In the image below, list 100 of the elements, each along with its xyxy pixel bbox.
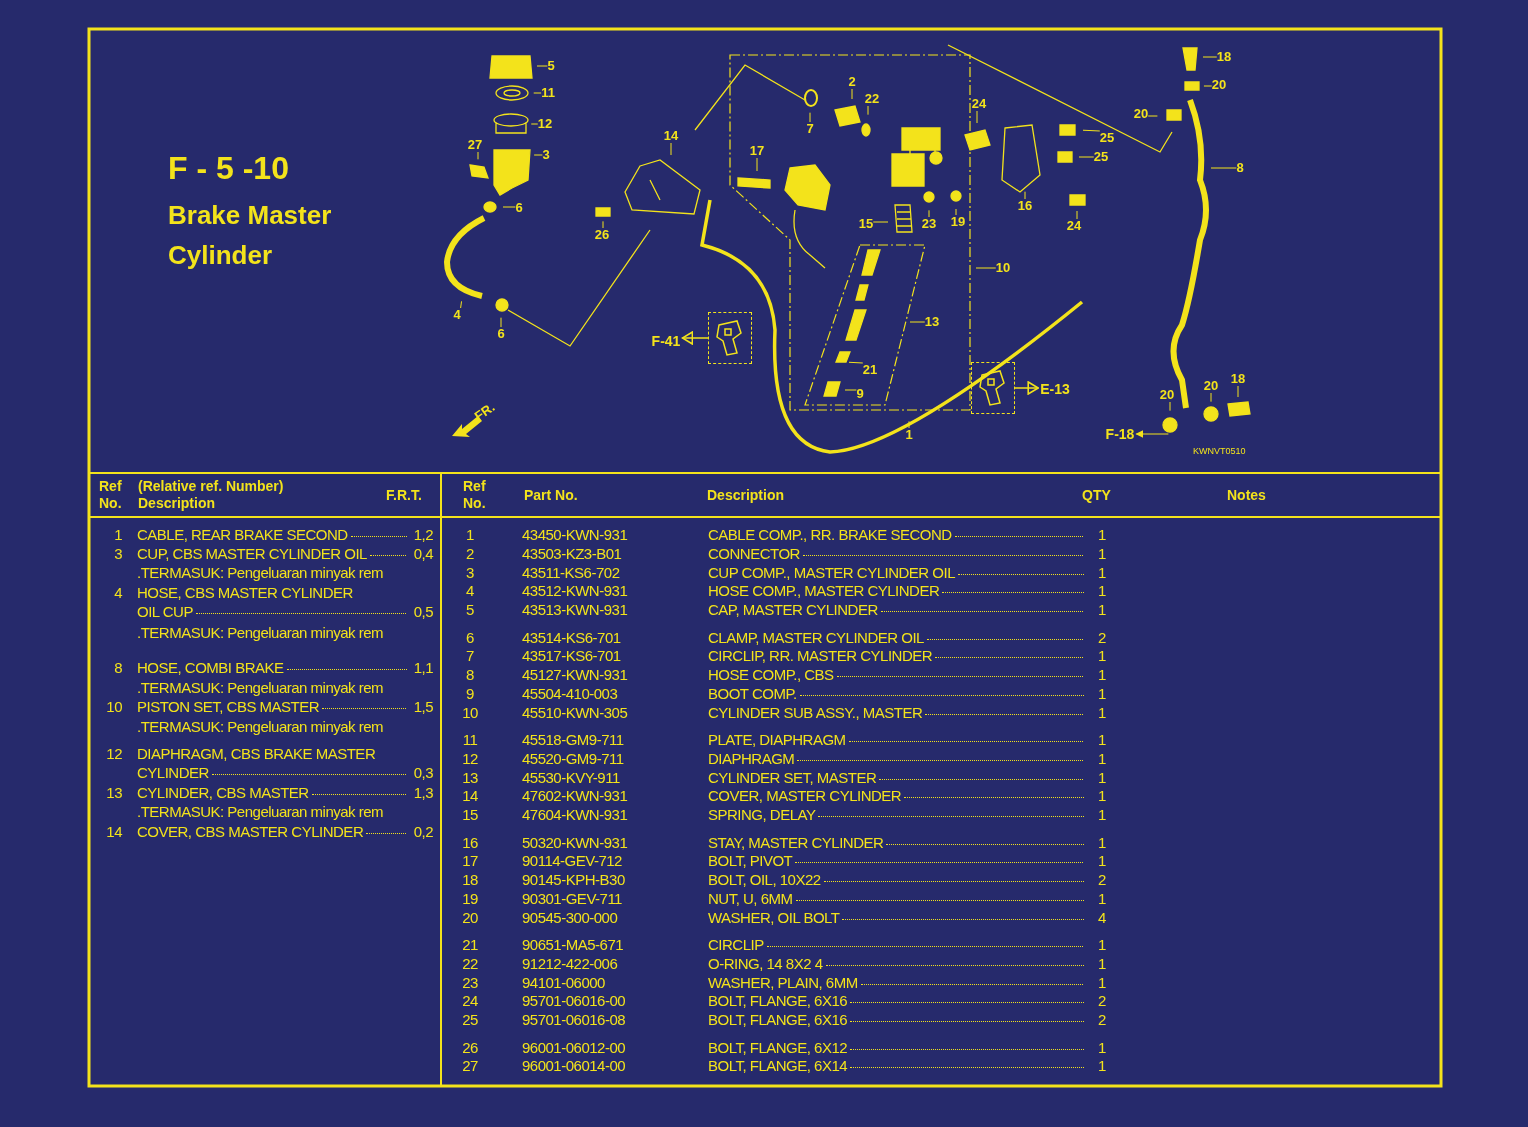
leader-line — [909, 321, 926, 323]
callout-number: 7 — [806, 122, 814, 136]
ref-number: 14 — [461, 786, 479, 806]
quantity: 1 — [1097, 562, 1107, 582]
reference-picture — [971, 362, 1015, 414]
quantity: 1 — [1097, 730, 1107, 749]
leader-line — [955, 208, 957, 216]
part-number: 45520-GM9-711 — [522, 748, 624, 768]
callout-number: 13 — [924, 315, 940, 329]
callout-number: 26 — [594, 228, 610, 242]
part-number: 90145-KPH-B30 — [522, 870, 625, 890]
ref-number: 23 — [461, 972, 479, 992]
part-number: 47604-KWN-931 — [522, 805, 628, 825]
column-header: Description — [707, 487, 784, 504]
column-header: Ref No. — [99, 478, 123, 512]
callout-number: 3 — [542, 148, 550, 162]
quantity: 1 — [1097, 646, 1107, 666]
leader-line — [844, 389, 857, 391]
ref-number: 1 — [113, 525, 122, 544]
ref-number: 2 — [465, 543, 475, 563]
callout-number: 25 — [1099, 131, 1115, 145]
frt-value: 1,2 — [412, 525, 433, 544]
callout-number: 8 — [1236, 161, 1244, 175]
quantity: 1 — [1097, 851, 1107, 871]
ref-number: 26 — [461, 1037, 479, 1057]
leader-line — [1210, 167, 1237, 169]
ref-number: 17 — [461, 851, 479, 871]
callout-number: 20 — [1211, 78, 1227, 92]
leader-line — [975, 267, 997, 269]
leader-line — [908, 420, 910, 429]
page-reference: F-41 — [651, 334, 681, 348]
quantity: 1 — [1097, 888, 1107, 908]
callout-number: 4 — [453, 308, 461, 322]
callout-number: 23 — [921, 217, 937, 231]
leader-line — [477, 151, 479, 160]
part-number: 43511-KS6-702 — [522, 562, 620, 582]
quantity: 1 — [1097, 581, 1107, 601]
quantity: 1 — [1097, 683, 1107, 703]
drawing-code: KWNVT0510 — [1193, 446, 1246, 456]
callout-number: 15 — [858, 217, 874, 231]
callout-number: 2 — [848, 75, 856, 89]
part-number: 43517-KS6-701 — [522, 646, 621, 666]
leader-line — [1169, 401, 1171, 412]
quantity: 1 — [1097, 786, 1107, 806]
part-number: 94101-06000 — [522, 972, 605, 992]
ref-number: 13 — [461, 767, 479, 787]
ref-number: 5 — [465, 600, 475, 620]
part-number: 95701-06016-00 — [522, 991, 626, 1011]
callout-number: 18 — [1216, 50, 1232, 64]
ref-number: 10 — [461, 702, 479, 722]
callout-number: 25 — [1093, 150, 1109, 164]
ref-number: 1 — [465, 525, 475, 544]
ref-number: 25 — [461, 1010, 479, 1030]
callout-number: 20 — [1159, 388, 1175, 402]
callout-number: 17 — [749, 144, 765, 158]
frt-value: 0,5 — [412, 602, 433, 621]
quantity: 2 — [1097, 1010, 1107, 1030]
leader-line — [460, 300, 463, 309]
part-number: 90651-MA5-671 — [522, 935, 624, 954]
leader-line — [809, 112, 811, 123]
leader-line — [872, 221, 889, 223]
leader-line — [1024, 191, 1026, 200]
leader-line — [928, 209, 930, 218]
ref-number: 8 — [465, 665, 475, 685]
leader-line — [670, 142, 672, 156]
page-reference: F-18 — [1105, 427, 1135, 441]
ref-number: 4 — [113, 583, 122, 602]
leader-line — [530, 123, 539, 125]
part-number: 96001-06012-00 — [522, 1037, 626, 1057]
quantity: 1 — [1097, 832, 1107, 852]
reference-arrow — [1135, 430, 1169, 438]
ref-number: 21 — [461, 935, 479, 954]
callout-number: 10 — [995, 261, 1011, 275]
reference-picture — [708, 312, 752, 364]
reference-arrow — [681, 331, 709, 345]
ref-number: 14 — [105, 822, 122, 841]
quantity: 1 — [1097, 600, 1107, 620]
part-number: 90545-300-000 — [522, 907, 618, 927]
ref-number: 6 — [465, 627, 475, 647]
note-text: .TERMASUK: Pengeluaran minyak rem — [137, 678, 384, 697]
part-number: 45518-GM9-711 — [522, 730, 624, 749]
leader-line — [533, 154, 543, 156]
part-number: 45504-410-003 — [522, 683, 618, 703]
quantity: 1 — [1097, 1056, 1107, 1076]
note-text: .TERMASUK: Pengeluaran minyak rem — [137, 717, 384, 736]
callout-number: 9 — [856, 387, 864, 401]
callout-number: 24 — [1066, 219, 1082, 233]
ref-number: 3 — [465, 562, 475, 582]
leader-line — [851, 88, 853, 100]
frt-value: 0,2 — [412, 822, 433, 841]
part-number: 47602-KWN-931 — [522, 786, 628, 806]
callout-number: 20 — [1133, 107, 1149, 121]
leader-line — [500, 317, 502, 328]
ref-number: 19 — [461, 888, 479, 908]
quantity: 1 — [1097, 767, 1107, 787]
part-number: 90114-GEV-712 — [522, 851, 622, 871]
ref-number: 15 — [461, 805, 479, 825]
quantity: 1 — [1097, 1037, 1107, 1057]
quantity: 1 — [1097, 805, 1107, 825]
ref-number: 7 — [465, 646, 475, 666]
